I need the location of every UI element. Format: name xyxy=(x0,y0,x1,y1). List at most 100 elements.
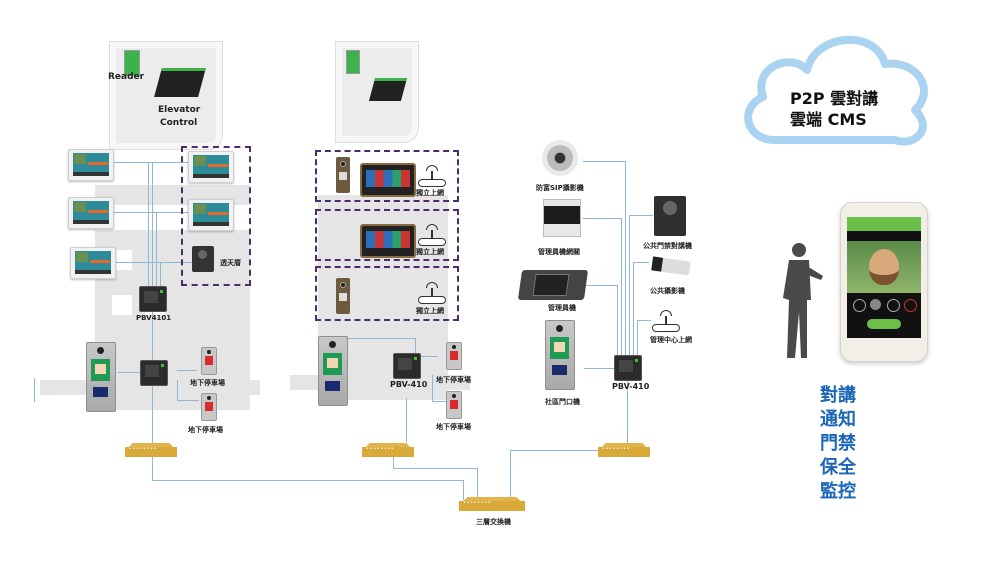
parking-label-1: 地下停車場 xyxy=(190,379,225,387)
sip-camera-label: 防富SIP攝影機 xyxy=(536,184,584,192)
network-cable xyxy=(584,368,614,369)
network-cable xyxy=(583,218,621,219)
network-cable xyxy=(152,445,153,480)
cloud-line-1: P2P 雲對講 xyxy=(790,89,879,108)
public-door-intercom-icon xyxy=(654,196,686,236)
network-cable xyxy=(585,285,617,286)
villa-label: 透天厝 xyxy=(220,259,241,267)
window xyxy=(112,295,132,315)
pbv410-controller-icon xyxy=(393,353,421,379)
cloud-icon xyxy=(744,36,928,146)
network-cable xyxy=(629,215,630,355)
network-cable xyxy=(510,450,511,498)
feature-notification: 通知 xyxy=(820,409,856,430)
indoor-tablet-icon xyxy=(360,224,416,258)
elevator-label-1: Elevator xyxy=(158,105,201,115)
independent-net-label-1: 獨立上網 xyxy=(416,189,444,197)
cloud-text: P2P 雲對講 雲端 CMS xyxy=(790,88,878,130)
center-net-label: 管理中心上網 xyxy=(650,336,692,344)
network-cable xyxy=(160,262,161,286)
network-cable xyxy=(152,162,153,286)
public-door-intercom-label: 公共門禁對講機 xyxy=(643,242,692,250)
public-camera-label: 公共攝影機 xyxy=(650,287,685,295)
independent-net-label-3: 獨立上網 xyxy=(416,307,444,315)
reader-device-icon xyxy=(124,50,140,76)
network-cable xyxy=(477,468,478,501)
feature-monitoring: 監控 xyxy=(820,481,856,502)
indoor-monitor xyxy=(68,149,114,181)
network-cable xyxy=(393,468,477,469)
reader-label: Reader xyxy=(108,72,145,82)
network-cable xyxy=(177,380,178,400)
network-cable xyxy=(418,356,438,357)
villa-group-box xyxy=(181,146,251,286)
core-switch-label: 三層交換機 xyxy=(476,518,511,526)
network-cable xyxy=(633,262,649,263)
independent-unit-box-1 xyxy=(315,150,459,202)
network-cable xyxy=(432,375,433,401)
community-gate-panel-icon xyxy=(545,320,575,390)
network-cable xyxy=(148,162,149,286)
bronze-door-station-icon xyxy=(336,157,350,193)
network-switch-icon xyxy=(598,443,650,457)
network-switch-icon xyxy=(125,443,177,457)
pbv4101-controller-icon xyxy=(139,286,167,312)
network-cable xyxy=(393,456,394,468)
parking-label-2: 地下停車場 xyxy=(188,426,223,434)
community-gate-label: 社區門口機 xyxy=(545,398,580,406)
network-cable xyxy=(156,212,157,286)
pbv410-label-b: PBV-410 xyxy=(390,380,428,389)
network-cable xyxy=(633,262,634,355)
parking-call-station-icon xyxy=(201,347,217,375)
elevator-label-2: Control xyxy=(160,118,198,128)
network-cable xyxy=(152,480,464,481)
indoor-monitor xyxy=(188,199,234,231)
lobby-door-panel-icon xyxy=(86,342,116,412)
smartphone-app-icon xyxy=(840,202,928,362)
network-cable xyxy=(627,380,628,444)
core-layer3-switch-icon xyxy=(459,497,525,511)
network-cable xyxy=(637,320,638,355)
indoor-monitor xyxy=(188,151,234,183)
independent-unit-box-2 xyxy=(315,209,459,261)
cloud-line-2: 雲端 CMS xyxy=(790,110,867,129)
elevator-control-board-icon xyxy=(154,68,206,97)
network-cable xyxy=(177,400,199,401)
bronze-door-station-icon xyxy=(336,278,350,314)
parking-call-station-icon xyxy=(446,391,462,419)
person-silhouette-icon xyxy=(783,243,823,358)
parking-call-station-icon xyxy=(446,342,462,370)
network-cable xyxy=(177,370,197,371)
villa-door-station-icon xyxy=(192,246,214,272)
network-cable xyxy=(617,285,618,355)
guard-station-label: 管理員機 xyxy=(548,304,576,312)
feature-intercom: 對講 xyxy=(820,385,856,406)
router-icon xyxy=(418,224,446,246)
router-icon xyxy=(652,310,680,332)
feature-list: 對講 通知 門禁 保全 監控 xyxy=(820,384,856,504)
router-icon xyxy=(418,282,446,304)
router-icon xyxy=(418,165,446,187)
gateway-label: 管理員機網關 xyxy=(538,248,580,256)
independent-net-label-2: 獨立上網 xyxy=(416,248,444,256)
parking-label-b1: 地下停車場 xyxy=(436,376,471,384)
network-cable xyxy=(463,480,464,500)
network-cable xyxy=(406,398,407,442)
guard-station-icon xyxy=(517,270,589,300)
lobby-door-panel-icon xyxy=(318,336,348,406)
feature-security: 保全 xyxy=(820,457,856,478)
network-switch-icon xyxy=(362,443,414,457)
elevator-illustration xyxy=(110,42,222,149)
network-cable xyxy=(637,320,651,321)
cable-stub xyxy=(34,378,35,402)
gateway-device-icon xyxy=(543,199,581,237)
pbv410-controller-icon xyxy=(614,355,642,381)
parking-label-b2: 地下停車場 xyxy=(436,423,471,431)
network-cable xyxy=(583,161,625,162)
sip-fisheye-camera-icon xyxy=(542,140,578,176)
pbv4101-label: PBV4101 xyxy=(136,314,172,322)
indoor-monitor xyxy=(70,247,116,279)
window xyxy=(112,250,132,270)
feature-access-control: 門禁 xyxy=(820,433,856,454)
network-cable xyxy=(510,450,598,451)
